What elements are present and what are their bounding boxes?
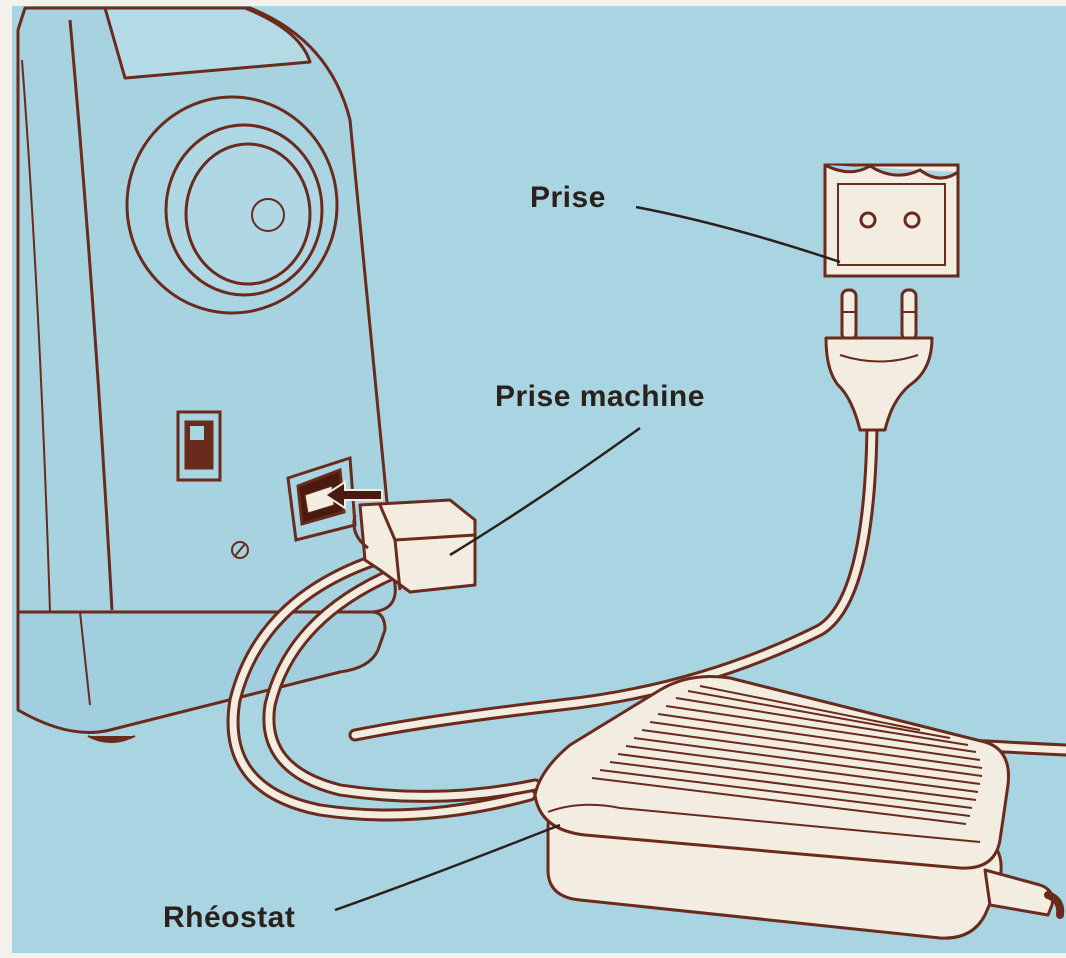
machine-connector [352, 498, 477, 594]
leader-lines [334, 205, 841, 912]
leader-line-rheostat [334, 823, 561, 912]
rheostat-pedal [533, 675, 1065, 940]
wall-outlet [823, 163, 960, 278]
leader-line-machine-socket [449, 426, 641, 557]
power-switch [176, 410, 222, 482]
wall-plug [824, 288, 934, 432]
screw [231, 541, 249, 559]
pedal-ribs [591, 685, 983, 825]
label-rheostat: Rhéostat [163, 901, 296, 934]
handwheel [125, 95, 339, 315]
machine-socket [286, 455, 383, 542]
label-outlet: Prise [530, 181, 606, 214]
cables [226, 418, 1066, 822]
label-machine-socket: Prise machine [495, 380, 705, 413]
insert-arrow-icon [323, 480, 383, 510]
leader-line-outlet [635, 205, 841, 264]
rocker-switch-icon [190, 426, 204, 440]
